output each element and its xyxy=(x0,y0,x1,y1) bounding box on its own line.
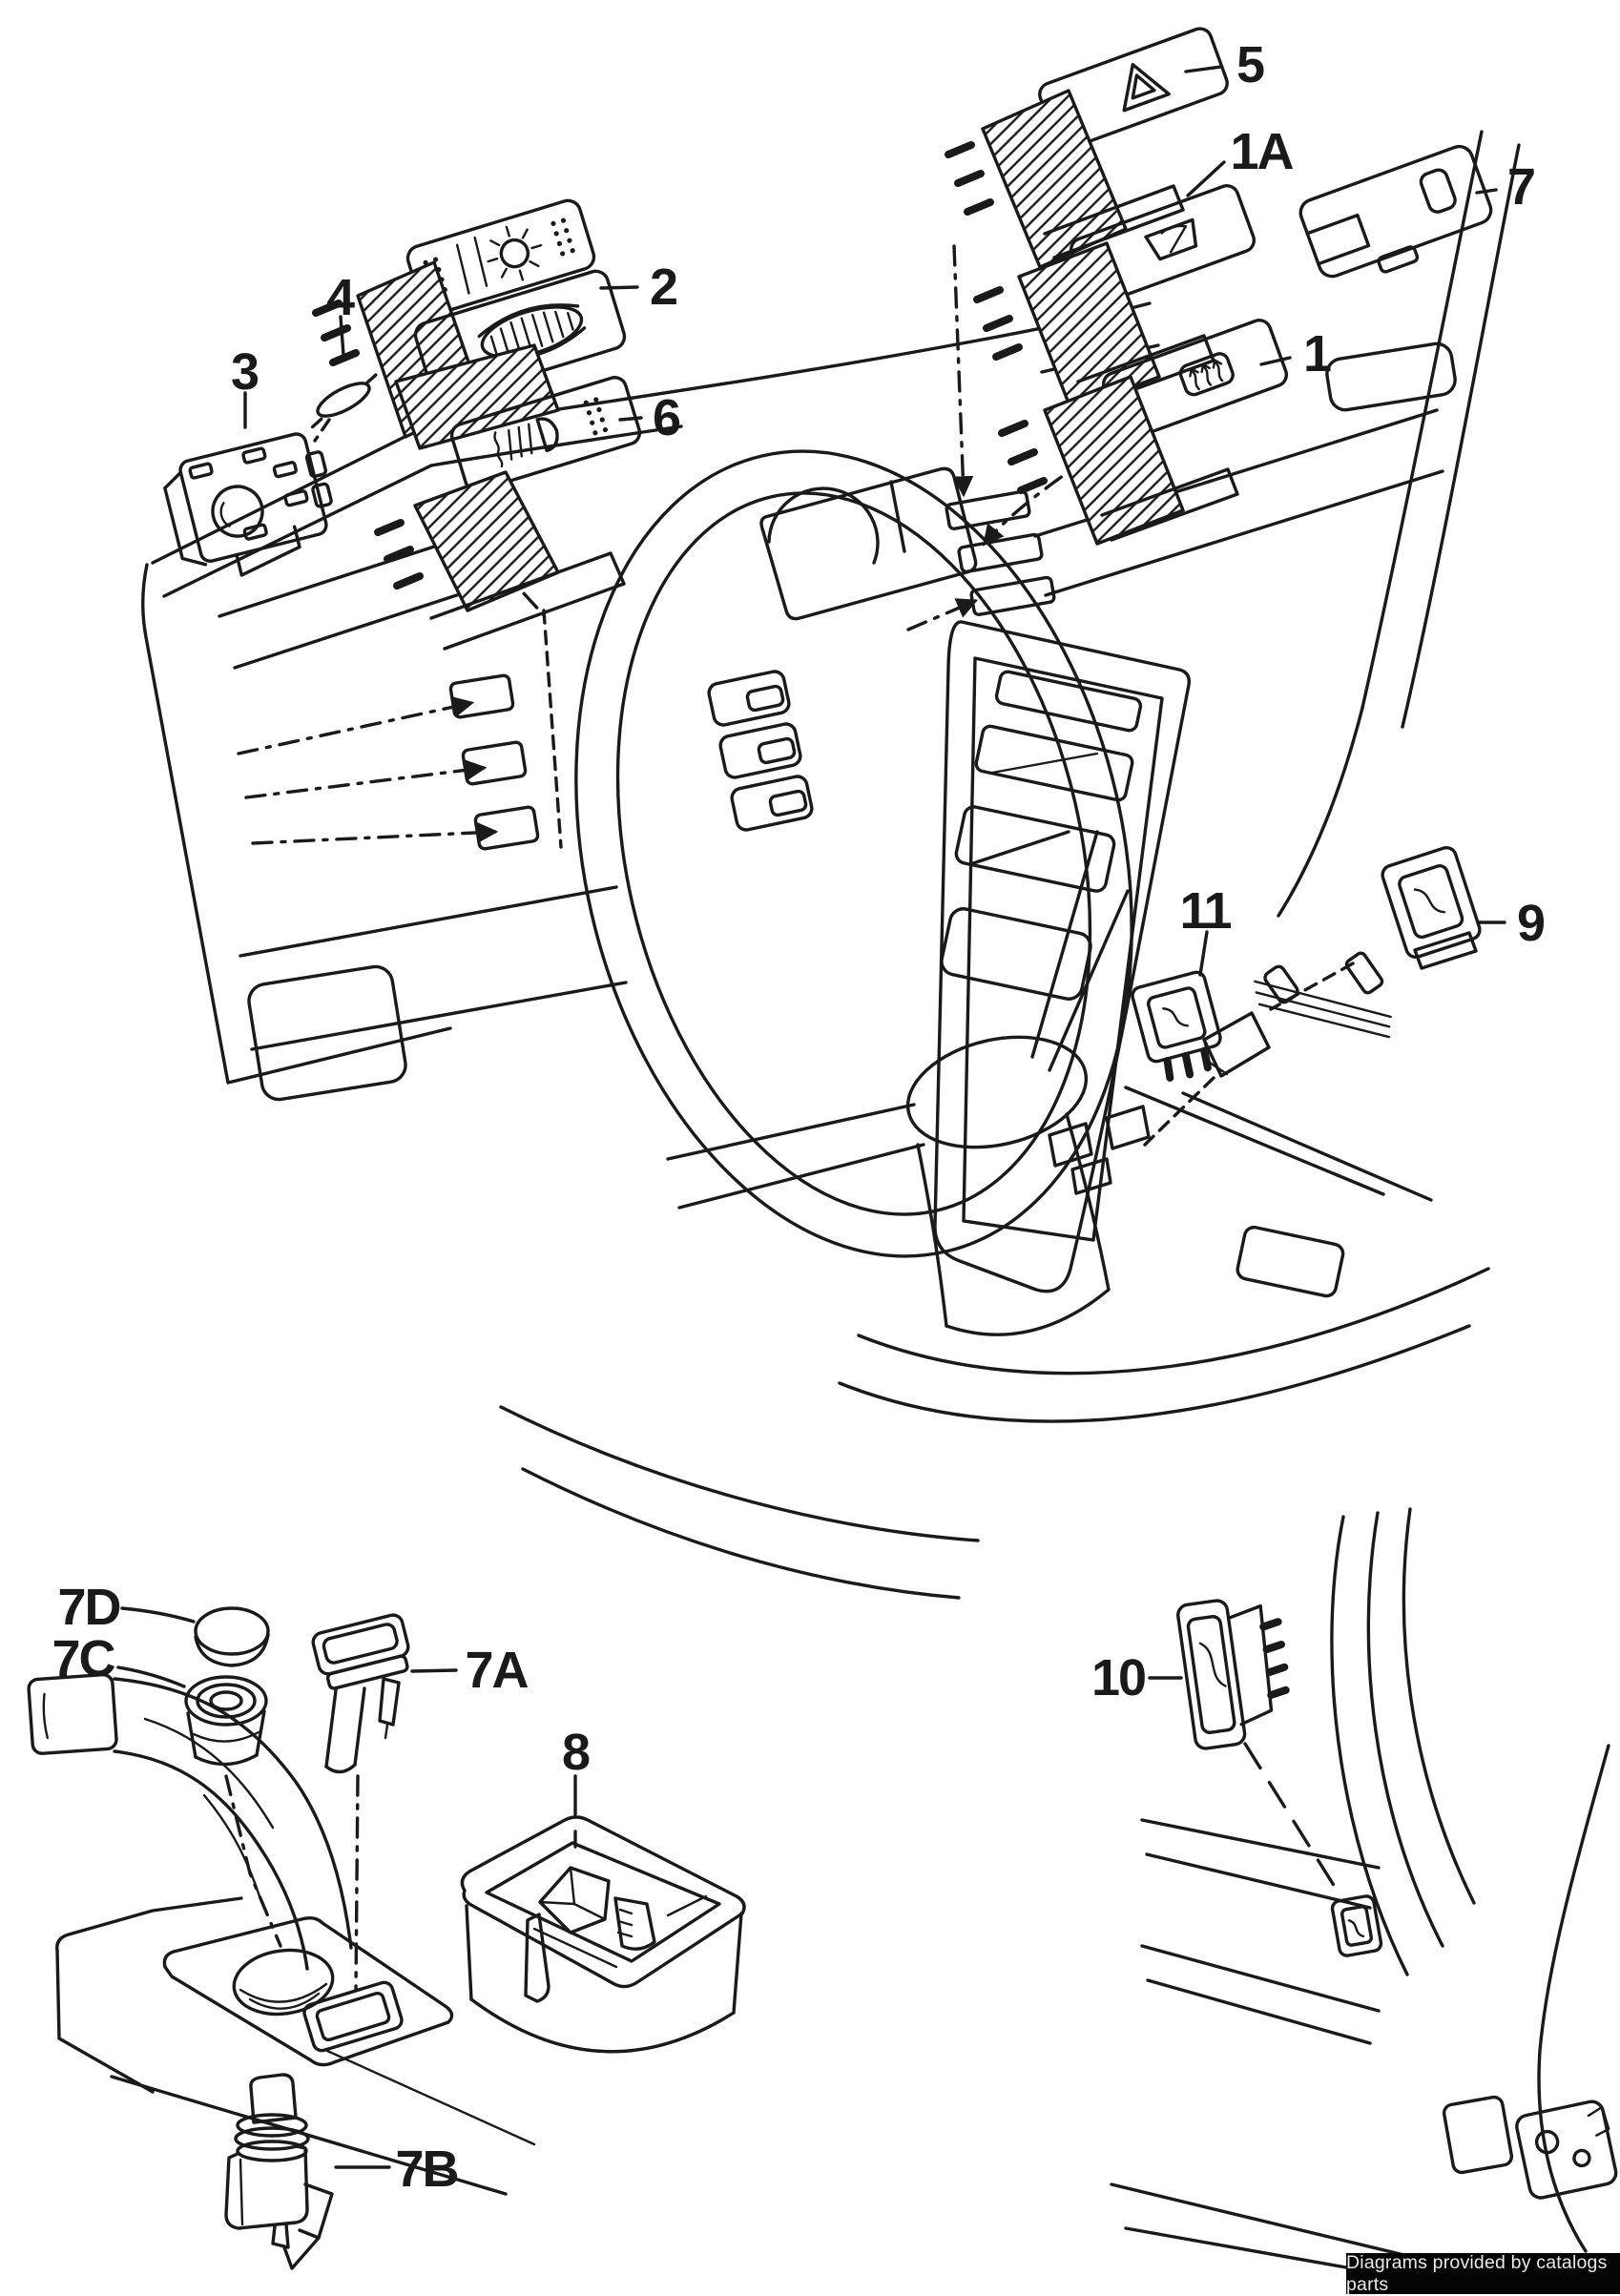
instrument-cluster xyxy=(759,466,978,621)
callout-leaders xyxy=(116,65,1506,2169)
defroster-switch-part-1 xyxy=(998,319,1289,546)
headlight-switch-part-2 xyxy=(312,198,627,450)
left-dash-switch-slots xyxy=(237,499,563,851)
right-switch-cluster xyxy=(945,27,1493,546)
latch-detail xyxy=(1515,2099,1618,2200)
bulb-holder-part-7b xyxy=(224,2073,334,2270)
ashtray-part-8 xyxy=(460,1815,746,2054)
bulb-part-4 xyxy=(310,373,378,443)
callout-6: 6 xyxy=(653,389,680,446)
provider-badge: Diagrams provided by catalogs parts xyxy=(1346,2251,1620,2295)
lower-console-cluster xyxy=(27,1606,746,2270)
callout-labels: 2 4 3 6 5 1A 1 7 11 9 7D 7C 7A 8 7B 10 xyxy=(52,36,1546,2198)
console-end-panel xyxy=(55,1896,536,2196)
console-bracket-arm xyxy=(27,1672,353,1971)
front-fog-light-icon xyxy=(493,417,559,468)
hazard-switch-part-5 xyxy=(945,27,1229,269)
center-console xyxy=(933,620,1191,1293)
callout-7: 7 xyxy=(1507,158,1534,216)
callout-5: 5 xyxy=(1236,36,1264,93)
console-switches xyxy=(1131,845,1482,1147)
left-switch-cluster xyxy=(163,198,642,651)
switch-part-11 xyxy=(1131,970,1222,1082)
rear-wiper-icon xyxy=(1144,217,1198,261)
connector-housing-part-3 xyxy=(163,432,333,577)
callout-10: 10 xyxy=(1091,1649,1145,1706)
steering-column-stalks xyxy=(707,670,814,832)
rear-quarter-cluster xyxy=(1110,1507,1618,2291)
switch-part-10 xyxy=(1176,1599,1290,1750)
callout-7c: 7C xyxy=(52,1630,114,1687)
headlight-icon xyxy=(487,225,543,281)
callout-8: 8 xyxy=(562,1724,590,1781)
callout-11: 11 xyxy=(1179,882,1231,940)
socket-ring-part-7c xyxy=(184,1675,268,1767)
switch-part-9 xyxy=(1143,845,1482,1147)
callout-1: 1 xyxy=(1303,325,1331,383)
callout-7d: 7D xyxy=(57,1579,119,1636)
callout-7b: 7B xyxy=(395,2141,457,2198)
switch-10-mounting-hole xyxy=(1330,1894,1383,1957)
callout-9: 9 xyxy=(1517,895,1545,952)
rear-window-defroster-icon xyxy=(1178,352,1235,397)
cap-part-7d xyxy=(194,1606,270,1667)
callout-1a: 1A xyxy=(1230,123,1293,180)
fog-light-switch-part-6 xyxy=(374,376,642,651)
callout-4: 4 xyxy=(326,269,355,326)
provider-badge-text: Diagrams provided by catalogs parts xyxy=(1346,2251,1608,2295)
callout-2: 2 xyxy=(650,259,676,316)
bracket-part-7 xyxy=(1298,144,1493,279)
callout-3: 3 xyxy=(231,343,259,401)
lighter-element-part-7a xyxy=(224,1613,410,1992)
callout-7a: 7A xyxy=(465,1642,528,1699)
hazard-warning-icon xyxy=(1122,63,1171,113)
